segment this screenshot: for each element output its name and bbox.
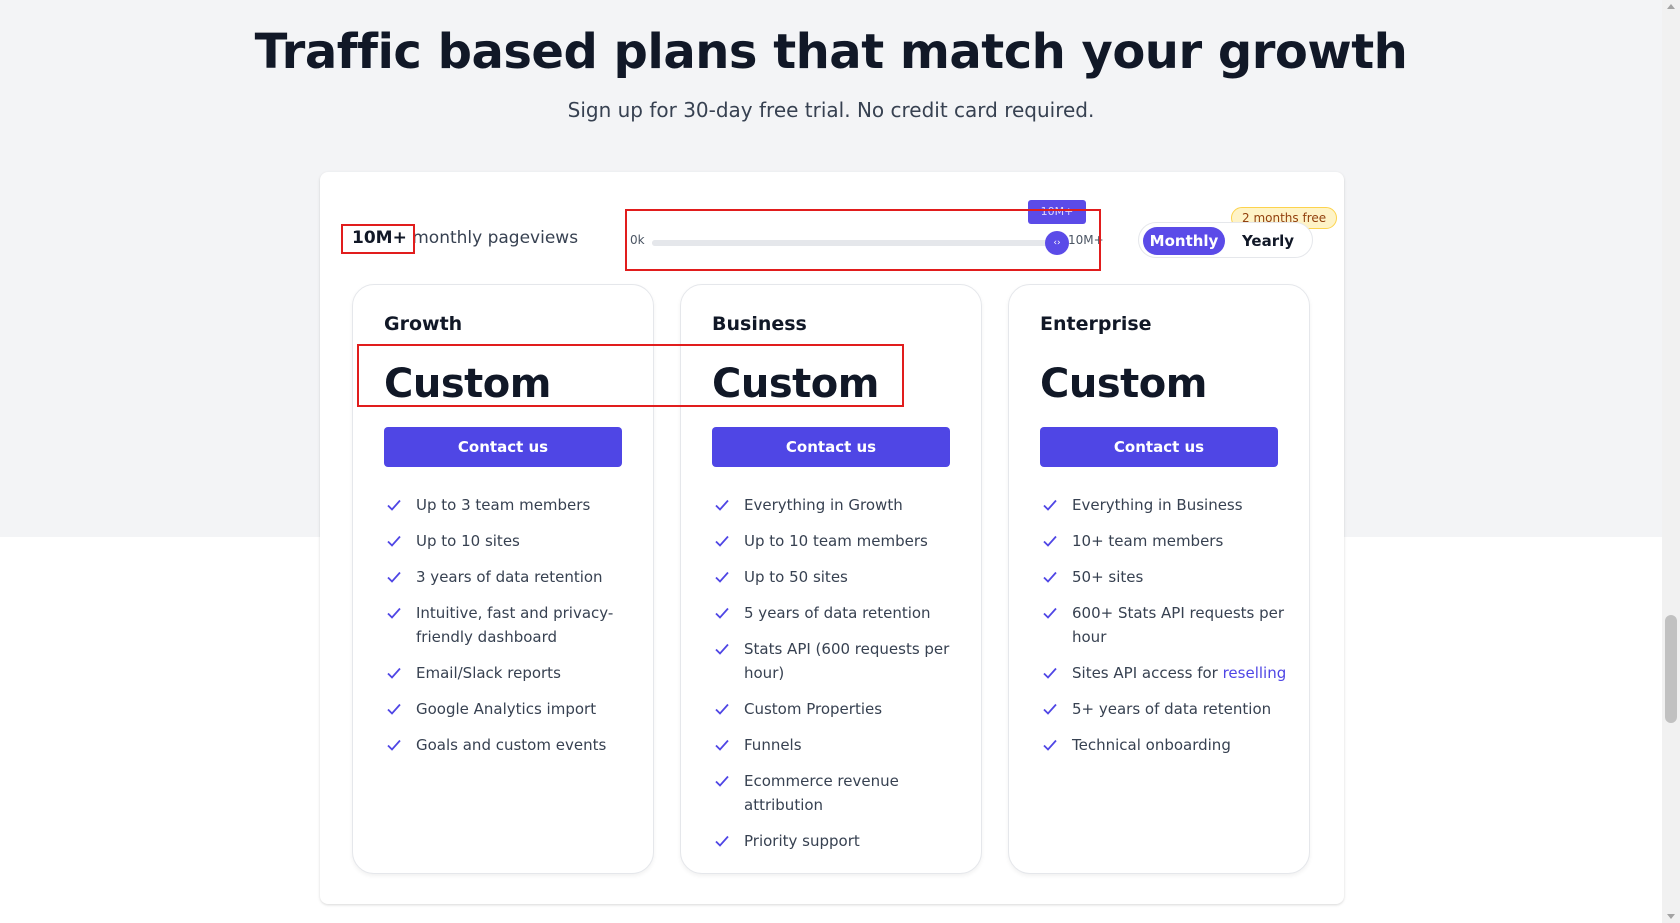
check-icon [1043,667,1057,679]
check-icon [387,667,401,679]
feature-item: Up to 50 sites [712,565,962,589]
feature-item: Funnels [712,733,962,757]
slider-fill [652,240,1057,246]
plan-price: Custom [1040,361,1207,407]
feature-item: Everything in Business [1040,493,1290,517]
billing-monthly-option[interactable]: Monthly [1143,227,1225,255]
feature-item: 10+ team members [1040,529,1290,553]
check-icon [1043,571,1057,583]
billing-toggle[interactable]: Monthly Yearly [1138,222,1313,258]
check-icon [715,571,729,583]
feature-item: Stats API (600 requests per hour) [712,637,962,685]
feature-item: Up to 10 sites [384,529,634,553]
check-icon [715,535,729,547]
feature-item: 5+ years of data retention [1040,697,1290,721]
scroll-up-icon[interactable] [1667,4,1675,9]
feature-item: 600+ Stats API requests per hour [1040,601,1290,649]
check-icon [715,739,729,751]
plan-price: Custom [712,361,879,407]
check-icon [715,499,729,511]
check-icon [387,739,401,751]
feature-item: Goals and custom events [384,733,634,757]
contact-us-button[interactable]: Contact us [384,427,622,467]
check-icon [1043,607,1057,619]
feature-item: Sites API access for reselling [1040,661,1290,685]
check-icon [387,607,401,619]
page-subtitle: Sign up for 30-day free trial. No credit… [567,98,1095,122]
check-icon [387,703,401,715]
feature-item: Google Analytics import [384,697,634,721]
feature-item: Technical onboarding [1040,733,1290,757]
pageviews-label: 10M+ monthly pageviews [352,228,578,248]
slider-track[interactable] [652,240,1057,246]
check-icon [1043,535,1057,547]
feature-list: Up to 3 team members Up to 10 sites 3 ye… [384,493,634,769]
check-icon [715,643,729,655]
feature-item: Custom Properties [712,697,962,721]
check-icon [387,499,401,511]
check-icon [715,607,729,619]
scroll-down-icon[interactable] [1667,914,1675,919]
billing-yearly-option[interactable]: Yearly [1241,232,1295,250]
feature-list: Everything in Business 10+ team members … [1040,493,1290,769]
page-scrollbar[interactable] [1662,0,1680,923]
contact-us-button[interactable]: Contact us [1040,427,1278,467]
feature-item: 50+ sites [1040,565,1290,589]
feature-item: Email/Slack reports [384,661,634,685]
plan-name: Business [712,313,807,335]
check-icon [715,775,729,787]
plan-card-enterprise: Enterprise Custom Contact us Everything … [1008,284,1310,874]
feature-item: 3 years of data retention [384,565,634,589]
check-icon [1043,703,1057,715]
feature-list: Everything in Growth Up to 10 team membe… [712,493,962,865]
check-icon [387,535,401,547]
contact-us-button[interactable]: Contact us [712,427,950,467]
slider-max-label: 10M+ [1068,233,1104,247]
pageviews-value: 10M+ [352,228,407,248]
feature-item: Up to 3 team members [384,493,634,517]
page-title: Traffic based plans that match your grow… [254,24,1408,80]
feature-item: Intuitive, fast and privacy-friendly das… [384,601,634,649]
plan-price: Custom [384,361,551,407]
feature-item: Priority support [712,829,962,853]
check-icon [1043,739,1057,751]
slider-handle-icon[interactable]: ‹› [1045,231,1069,255]
pageviews-text: monthly pageviews [406,228,579,248]
feature-item: 5 years of data retention [712,601,962,625]
check-icon [715,703,729,715]
slider-min-label: 0k [630,233,645,247]
scrollbar-thumb[interactable] [1665,615,1677,723]
plan-name: Growth [384,313,463,335]
plan-name: Enterprise [1040,313,1152,335]
feature-item: Ecommerce revenue attribution [712,769,962,817]
slider-tooltip: 10M+ [1028,200,1086,224]
plan-card-business: Business Custom Contact us Everything in… [680,284,982,874]
plan-card-growth: Growth Custom Contact us Up to 3 team me… [352,284,654,874]
reselling-link[interactable]: reselling [1222,664,1287,682]
check-icon [1043,499,1057,511]
check-icon [715,835,729,847]
feature-item: Up to 10 team members [712,529,962,553]
check-icon [387,571,401,583]
feature-item: Everything in Growth [712,493,962,517]
pageviews-slider[interactable]: 0k 10M+ ‹› 10M+ [628,200,1104,268]
